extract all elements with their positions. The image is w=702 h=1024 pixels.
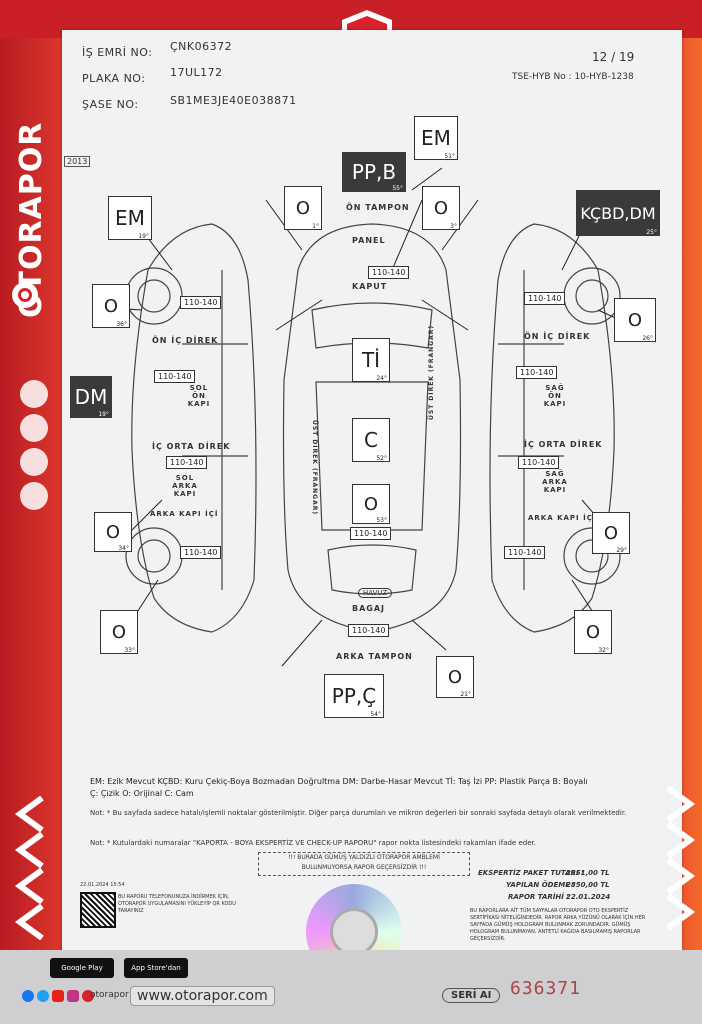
left-range-3: 110-140 (166, 456, 208, 469)
panel-label: PANEL (352, 236, 386, 245)
badge-icon (20, 448, 48, 476)
disclaimer: BU RAPORLARA AİT TÜM SAYFALAR OTORAPOR O… (470, 908, 646, 942)
car-damage-diagram (109, 167, 621, 667)
odeme-label: YAPILAN ÖDEME : (506, 881, 576, 889)
is-emri-value: ÇNK06372 (170, 40, 233, 53)
bagaj-range: 110-140 (348, 624, 390, 637)
twitter-icon[interactable] (37, 990, 49, 1002)
left-on-ic-direk-label: ÖN İÇ DİREK (152, 336, 219, 345)
serial-label: SERİ AI (442, 988, 501, 1003)
note-1: Not: * Bu sayfada sadece hatalı/işlemli … (90, 809, 627, 817)
legend: EM: Ezik Mevcut KÇBD: Kuru Çekiç-Boya Bo… (90, 776, 650, 800)
bagaj-label: BAGAJ (352, 604, 386, 613)
tse-hyb-number: TSE-HYB No : 10-HYB-1238 (512, 72, 634, 82)
social-icons (22, 990, 94, 1002)
tarih-label: RAPOR TARİHİ : (508, 893, 570, 901)
warning-line-2: BULUNMUYORSA RAPOR GEÇERSİZDİR !!! (301, 864, 427, 871)
left-brand-band (0, 0, 72, 1024)
left-range-2: 110-140 (154, 370, 196, 383)
ust-direk-left-label: ÜST DİREK (FRANGAR) (311, 420, 318, 516)
hologram-warning-box: !!! BURADA GÜMÜŞ YALDIZLI OTORAPOR AMBLE… (258, 852, 470, 876)
youtube-icon[interactable] (52, 990, 64, 1002)
warning-line-1: !!! BURADA GÜMÜŞ YALDIZLI OTORAPOR AMBLE… (288, 854, 440, 861)
odeme-value: 2850,00 TL (566, 881, 610, 889)
plaka-label: PLAKA NO: (82, 72, 146, 85)
year-tag: 2013 (64, 156, 91, 167)
left-range-1: 110-140 (180, 296, 222, 309)
left-chevrons-decoration (14, 795, 44, 940)
left-arka-kapi-ici-label: ARKA KAPI İÇİ (150, 510, 219, 518)
facebook-icon[interactable] (22, 990, 34, 1002)
havuz-label: HAVUZ (358, 588, 393, 598)
right-range-1: 110-140 (524, 292, 566, 305)
right-on-ic-direk-label: ÖN İÇ DİREK (524, 332, 591, 341)
brand-icon-ring (18, 288, 32, 302)
app-store-badge[interactable]: App Store'dan (124, 958, 188, 978)
sase-label: ŞASE NO: (82, 98, 139, 111)
roof-range: 110-140 (350, 527, 392, 540)
website-link[interactable]: www.otorapor.com (130, 986, 275, 1006)
kaput-range: 110-140 (368, 266, 410, 279)
ekspertiz-value: 2851,00 TL (566, 869, 610, 877)
social-handle: otorapor (90, 990, 129, 1000)
hologram-center-icon (330, 908, 378, 956)
ust-direk-right-label: ÜST DİREK (FRANGAR) (428, 324, 435, 420)
left-arka-kapi-label: SOL ARKA KAPI (172, 474, 198, 498)
legend-line-1: EM: Ezik Mevcut KÇBD: Kuru Çekiç-Boya Bo… (90, 777, 588, 786)
qr-text: BU RAPORU TELEFONUNUZA İNDİRMEK İÇİN, OT… (118, 894, 236, 914)
tarih-value: 22.01.2024 (566, 893, 611, 901)
brand-vertical-text: OTORAPOR (14, 121, 49, 318)
right-arka-kapi-ici-label: ARKA KAPI İÇİ (528, 514, 597, 522)
is-emri-label: İŞ EMRİ NO: (82, 46, 153, 59)
right-ic-orta-direk-label: İÇ ORTA DİREK (524, 440, 603, 449)
badge-icon (20, 414, 48, 442)
badge-icon (20, 482, 48, 510)
left-range-4: 110-140 (180, 546, 222, 559)
right-on-kapi-label: SAĞ ÖN KAPI (543, 384, 567, 408)
right-range-3: 110-140 (518, 456, 560, 469)
arka-tampon-label: ARKA TAMPON (336, 652, 413, 661)
ekspertiz-label: EKSPERTİZ PAKET TUTARI : (478, 869, 584, 877)
qr-code-icon[interactable] (80, 892, 116, 928)
google-play-badge[interactable]: Google Play (50, 958, 114, 978)
left-ic-orta-direk-label: İÇ ORTA DİREK (152, 442, 231, 451)
plaka-value: 17UL172 (170, 66, 223, 79)
badge-icon (20, 380, 48, 408)
right-arka-kapi-label: SAĞ ARKA KAPI (542, 470, 568, 494)
on-tampon-label: ÖN TAMPON (346, 203, 410, 212)
note-2: Not: * Kutulardaki numaralar "KAPORTA - … (90, 839, 536, 847)
sase-value: SB1ME3JE40E038871 (170, 94, 297, 107)
instagram-icon[interactable] (67, 990, 79, 1002)
otorapor-icon[interactable] (82, 990, 94, 1002)
right-chevrons-decoration (666, 785, 696, 930)
kaput-label: KAPUT (352, 282, 388, 291)
qr-date: 22.01.2024 15:54 (80, 882, 125, 888)
legend-line-2: Ç: Çizik O: Orijinal C: Cam (90, 789, 194, 798)
page-number: 12 / 19 (592, 50, 635, 64)
right-range-4: 110-140 (504, 546, 546, 559)
serial-number: 636371 (510, 978, 582, 999)
right-range-2: 110-140 (516, 366, 558, 379)
left-on-kapi-label: SOL ÖN KAPI (187, 384, 211, 408)
footer-bar (0, 950, 702, 1024)
